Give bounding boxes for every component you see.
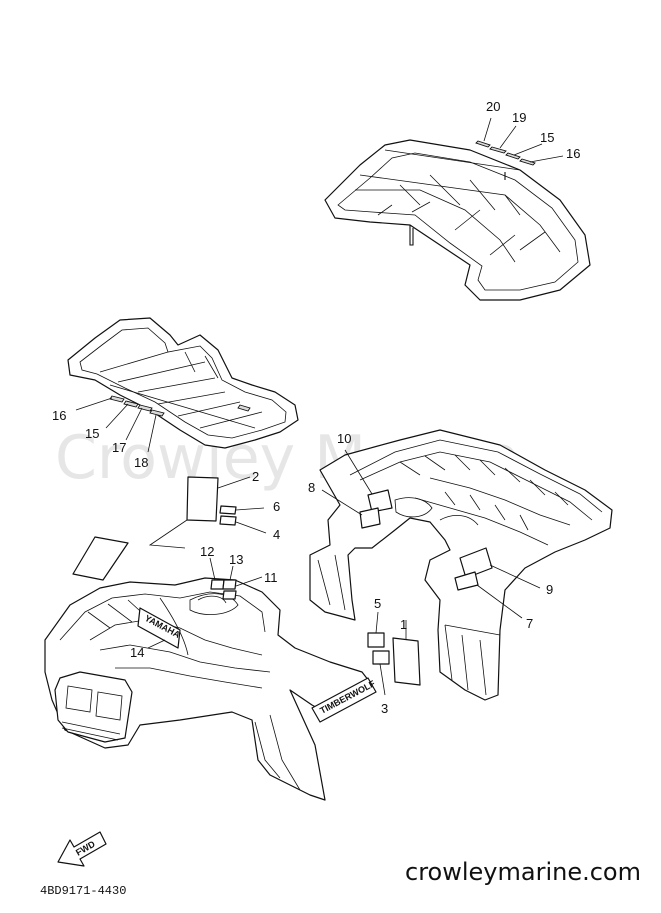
callout-13: 13: [229, 552, 243, 567]
rear-carrier: [324, 117, 591, 301]
front-carrier: [67, 317, 299, 453]
fwd-arrow-icon: FWD: [57, 831, 107, 867]
callout-16-top: 16: [566, 146, 580, 161]
callout-11: 11: [264, 570, 278, 585]
front-fender: YAMAHA: [44, 536, 373, 801]
part-code: 4BD9171-4430: [40, 884, 126, 898]
callout-18: 18: [134, 455, 148, 470]
decal-set-rear-lower: [367, 611, 421, 696]
callout-12: 12: [200, 544, 214, 559]
callout-20: 20: [486, 99, 500, 114]
callout-7: 7: [526, 616, 533, 631]
website-text: crowleymarine.com: [405, 858, 641, 886]
callout-17: 17: [112, 440, 126, 455]
callout-2: 2: [252, 469, 259, 484]
callout-19: 19: [512, 110, 526, 125]
rear-fender: [309, 429, 613, 701]
callout-4: 4: [273, 527, 280, 542]
callout-1: 1: [400, 617, 407, 632]
decal-set-front-upper: [148, 476, 267, 549]
callout-15-left: 15: [85, 426, 99, 441]
callout-10: 10: [337, 431, 351, 446]
callout-14: 14: [130, 645, 144, 660]
callout-16-left: 16: [52, 408, 66, 423]
callout-15-top: 15: [540, 130, 554, 145]
callout-5: 5: [374, 596, 381, 611]
callout-3: 3: [381, 701, 388, 716]
callout-8: 8: [308, 480, 315, 495]
callout-6: 6: [273, 499, 280, 514]
callout-9: 9: [546, 582, 553, 597]
